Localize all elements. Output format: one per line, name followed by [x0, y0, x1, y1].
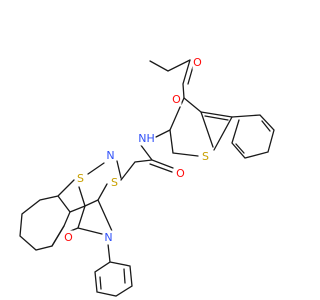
- atom-label: N: [106, 149, 114, 162]
- atom-label: O: [193, 56, 202, 69]
- bond: [204, 115, 229, 121]
- bond: [77, 227, 103, 235]
- bond: [87, 162, 105, 175]
- atom-label: O: [172, 93, 181, 106]
- bond: [116, 160, 122, 179]
- bond: [51, 225, 65, 247]
- bond: [231, 114, 275, 159]
- atom-label-layer: O O NH O S S N S O N: [63, 55, 211, 245]
- atom-background: [75, 171, 86, 186]
- bond: [183, 97, 214, 148]
- atom-background: [105, 148, 116, 163]
- bond: [200, 111, 233, 118]
- atom-label: S: [202, 150, 209, 163]
- atom-label: S: [77, 172, 84, 185]
- atom-s: S: [200, 149, 211, 164]
- atom-background: [109, 175, 120, 190]
- bond: [149, 163, 173, 173]
- atom-o: O: [175, 166, 186, 181]
- bond: [19, 179, 75, 251]
- atom-background: [137, 131, 156, 146]
- molecule-canvas: O O NH O S S N S O N: [19, 55, 275, 297]
- bond: [97, 183, 113, 232]
- atom-s: S: [109, 175, 120, 190]
- atom-background: [175, 166, 186, 181]
- bond: [235, 143, 245, 154]
- bond: [78, 186, 86, 207]
- atom-background: [63, 230, 74, 245]
- atom-background: [171, 92, 182, 107]
- atom-label: S: [111, 176, 118, 189]
- atom-background: [103, 230, 114, 245]
- bond: [149, 59, 191, 72]
- atom-label: N: [104, 231, 112, 244]
- atom-label: NH: [138, 132, 155, 145]
- bond: [120, 159, 153, 181]
- bond: [213, 116, 233, 151]
- atom-background: [200, 149, 211, 164]
- bond-layer: [19, 59, 275, 297]
- atom-s: S: [75, 171, 86, 186]
- chemical-structure: O O NH O S S N S O N: [19, 55, 275, 297]
- atom-o: O: [63, 230, 74, 245]
- bond: [261, 120, 271, 132]
- bond: [99, 276, 102, 290]
- atom-o: O: [171, 92, 182, 107]
- bond: [67, 199, 99, 233]
- atom-nh: NH: [137, 131, 156, 146]
- atom-background: [192, 55, 203, 70]
- bond: [172, 152, 199, 157]
- bond: [123, 268, 126, 284]
- bond: [182, 59, 191, 99]
- atom-n: N: [105, 148, 116, 163]
- atom-label: O: [176, 167, 185, 180]
- bond: [155, 129, 171, 138]
- bond: [69, 205, 86, 213]
- atom-n: N: [103, 230, 114, 245]
- atom-label: O: [64, 231, 73, 244]
- bond: [94, 243, 133, 297]
- atom-o: O: [192, 55, 203, 70]
- bond: [139, 143, 174, 169]
